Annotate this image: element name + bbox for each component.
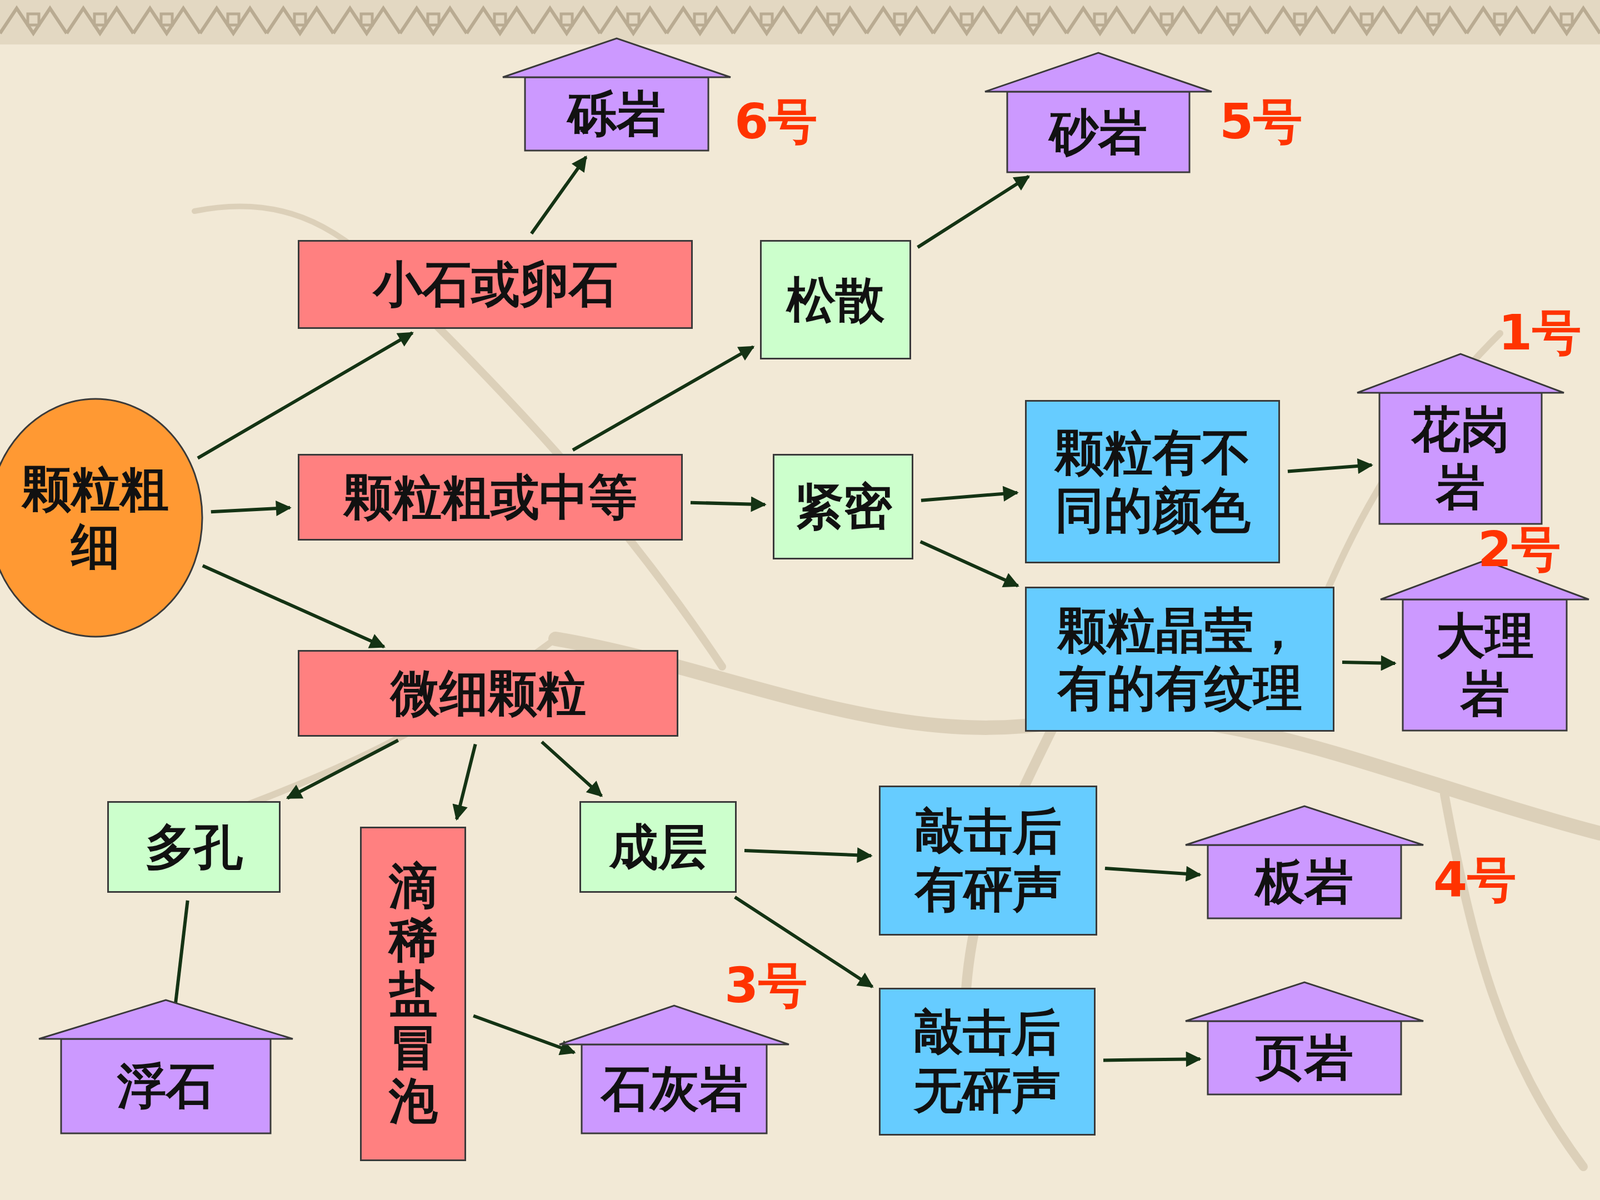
node-text: 大理岩 — [1411, 607, 1558, 723]
arrow-connector — [211, 507, 290, 512]
test-box: 滴稀盐冒泡 — [360, 826, 467, 1162]
callout-number: 4号 — [1433, 855, 1517, 905]
callout-number: 5号 — [1219, 97, 1303, 147]
process-box: 微细颗粒 — [297, 650, 679, 737]
decor-band — [0, 0, 1600, 45]
arrow-connector — [456, 744, 476, 820]
rock-house: 砾岩 — [502, 38, 731, 151]
node-text: 颗粒有不同的颜色 — [1038, 423, 1267, 540]
process-box: 小石或卵石 — [297, 240, 693, 329]
process-box: 紧密 — [772, 453, 914, 560]
rock-house: 页岩 — [1185, 982, 1424, 1095]
arrow-connector — [1105, 868, 1200, 875]
arrow-connector — [287, 740, 398, 798]
callout-number: 1号 — [1498, 308, 1582, 358]
arrow-connector — [1342, 662, 1395, 664]
node-text: 砂岩 — [1049, 103, 1148, 162]
node-text: 小石或卵石 — [373, 255, 618, 314]
node-text: 板岩 — [1255, 852, 1354, 911]
branch-decor — [166, 206, 1600, 1167]
rock-house: 石灰岩 — [559, 1005, 789, 1134]
node-text: 紧密 — [794, 477, 893, 536]
arrow-connector — [197, 332, 413, 459]
rock-house: 板岩 — [1185, 806, 1424, 919]
process-box: 颗粒晶莹，有的有纹理 — [1025, 586, 1335, 732]
process-box: 成层 — [579, 801, 737, 893]
arrow-connector — [921, 492, 1018, 501]
node-text: 敲击后有砰声 — [892, 802, 1084, 919]
callout-number: 6号 — [734, 97, 818, 147]
start-ellipse: 颗粒粗细 — [0, 397, 204, 638]
callout-number: 2号 — [1477, 525, 1561, 574]
node-text: 敲击后无砰声 — [892, 1003, 1082, 1120]
node-text: 多孔 — [145, 818, 243, 877]
process-box: 敲击后无砰声 — [878, 987, 1096, 1136]
node-text: 滴稀盐冒泡 — [388, 859, 438, 1129]
node-text: 浮石 — [117, 1057, 215, 1115]
node-text: 颗粒粗或中等 — [343, 468, 638, 527]
node-text: 微细颗粒 — [390, 664, 587, 723]
process-box: 敲击后有砰声 — [878, 785, 1098, 936]
arrow-connector — [917, 176, 1029, 248]
node-text: 砾岩 — [567, 85, 666, 143]
callout-number: 3号 — [724, 961, 808, 1010]
arrow-connector — [541, 741, 602, 796]
rock-house: 大理岩 — [1380, 560, 1589, 731]
process-box: 颗粒粗或中等 — [297, 453, 683, 541]
node-text: 颗粒晶莹，有的有纹理 — [1038, 601, 1321, 718]
node-text: 松散 — [786, 271, 885, 329]
node-text: 成层 — [609, 818, 708, 877]
arrow-connector — [473, 1016, 575, 1053]
arrow-connector — [920, 541, 1018, 586]
node-text: 花岗岩 — [1388, 400, 1533, 517]
node-text: 页岩 — [1255, 1028, 1354, 1087]
arrow-connector — [690, 502, 765, 505]
arrow-connector — [531, 156, 587, 234]
arrow-connector — [1103, 1058, 1200, 1060]
process-box: 松散 — [760, 240, 912, 360]
arrow-connector — [202, 565, 385, 647]
arrow-connector — [1287, 465, 1372, 472]
rock-house: 花岗岩 — [1357, 353, 1564, 524]
process-box: 颗粒有不同的颜色 — [1025, 400, 1280, 564]
node-text: 颗粒粗细 — [10, 460, 182, 576]
rock-house: 浮石 — [38, 1000, 293, 1134]
arrow-connector — [744, 850, 872, 856]
node-text: 石灰岩 — [601, 1060, 748, 1118]
process-box: 多孔 — [107, 801, 281, 893]
arrow-connector — [572, 346, 754, 450]
rock-house: 砂岩 — [985, 52, 1212, 173]
